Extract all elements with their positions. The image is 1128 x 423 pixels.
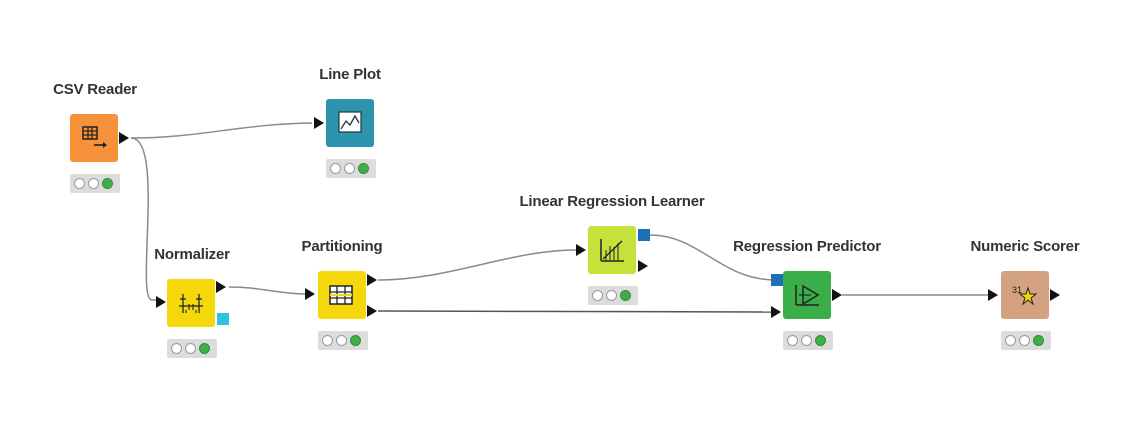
status-light-yellow (801, 335, 812, 346)
predictor-icon (795, 284, 820, 306)
status-csv-reader (70, 174, 120, 193)
learner-output-port[interactable] (638, 260, 648, 272)
scorer-input-port[interactable] (988, 289, 998, 301)
partitioning-output-port-2[interactable] (367, 305, 377, 317)
status-regression-predictor (783, 331, 833, 350)
status-light-red (330, 163, 341, 174)
connection-partitioning-to-predictor[interactable] (377, 310, 772, 313)
regression-learner-icon (600, 239, 624, 262)
status-light-red (322, 335, 333, 346)
normalizer-model-port[interactable] (217, 313, 229, 325)
csv-reader-output-port[interactable] (119, 132, 129, 144)
node-numeric-scorer[interactable]: 31 (1001, 271, 1049, 319)
node-label-line-plot: Line Plot (319, 66, 381, 83)
status-light-yellow (185, 343, 196, 354)
status-light-green (1033, 335, 1044, 346)
node-regression-predictor[interactable] (783, 271, 831, 319)
status-light-green (358, 163, 369, 174)
status-line-plot (326, 159, 376, 178)
status-linear-regression-learner (588, 286, 638, 305)
status-light-red (787, 335, 798, 346)
table-import-icon (82, 126, 107, 148)
learner-model-output-port[interactable] (638, 229, 650, 241)
node-label-normalizer: Normalizer (154, 246, 230, 263)
status-light-yellow (336, 335, 347, 346)
connection-csv-to-lineplot[interactable] (130, 122, 313, 139)
connection-partitioning-to-learner[interactable] (377, 249, 577, 281)
partition-icon (329, 285, 353, 305)
status-light-red (74, 178, 85, 189)
node-label-partitioning: Partitioning (301, 238, 383, 255)
node-partitioning[interactable] (318, 271, 366, 319)
status-numeric-scorer (1001, 331, 1051, 350)
connection-normalizer-to-partitioning[interactable] (228, 286, 307, 295)
scorer-icon: 31 (1012, 285, 1038, 306)
connection-learner-to-predictor[interactable] (649, 234, 777, 281)
status-light-red (171, 343, 182, 354)
node-normalizer[interactable] (167, 279, 215, 327)
normalizer-output-port[interactable] (216, 281, 226, 293)
status-light-yellow (1019, 335, 1030, 346)
node-label-linear-regression-learner: Linear Regression Learner (519, 193, 705, 210)
scorer-output-port[interactable] (1050, 289, 1060, 301)
status-light-red (1005, 335, 1016, 346)
status-light-yellow (606, 290, 617, 301)
node-label-numeric-scorer: Numeric Scorer (970, 238, 1080, 255)
status-light-yellow (88, 178, 99, 189)
status-light-green (620, 290, 631, 301)
node-linear-regression-learner[interactable] (588, 226, 636, 274)
line-chart-icon (338, 111, 362, 133)
status-normalizer (167, 339, 217, 358)
node-line-plot[interactable] (326, 99, 374, 147)
status-light-green (815, 335, 826, 346)
line-plot-input-port[interactable] (314, 117, 324, 129)
status-light-green (350, 335, 361, 346)
partitioning-output-port-1[interactable] (367, 274, 377, 286)
learner-input-port[interactable] (576, 244, 586, 256)
predictor-model-input-port[interactable] (771, 274, 783, 286)
connection-csv-to-normalizer[interactable] (130, 137, 157, 301)
status-partitioning (318, 331, 368, 350)
normalize-icon (179, 294, 203, 313)
status-light-red (592, 290, 603, 301)
predictor-output-port[interactable] (832, 289, 842, 301)
status-light-green (102, 178, 113, 189)
status-light-green (199, 343, 210, 354)
svg-text:31: 31 (1012, 285, 1022, 295)
node-csv-reader[interactable] (70, 114, 118, 162)
node-label-regression-predictor: Regression Predictor (733, 238, 881, 255)
partitioning-input-port[interactable] (305, 288, 315, 300)
predictor-data-input-port[interactable] (771, 306, 781, 318)
node-label-csv-reader: CSV Reader (53, 81, 137, 98)
normalizer-input-port[interactable] (156, 296, 166, 308)
status-light-yellow (344, 163, 355, 174)
